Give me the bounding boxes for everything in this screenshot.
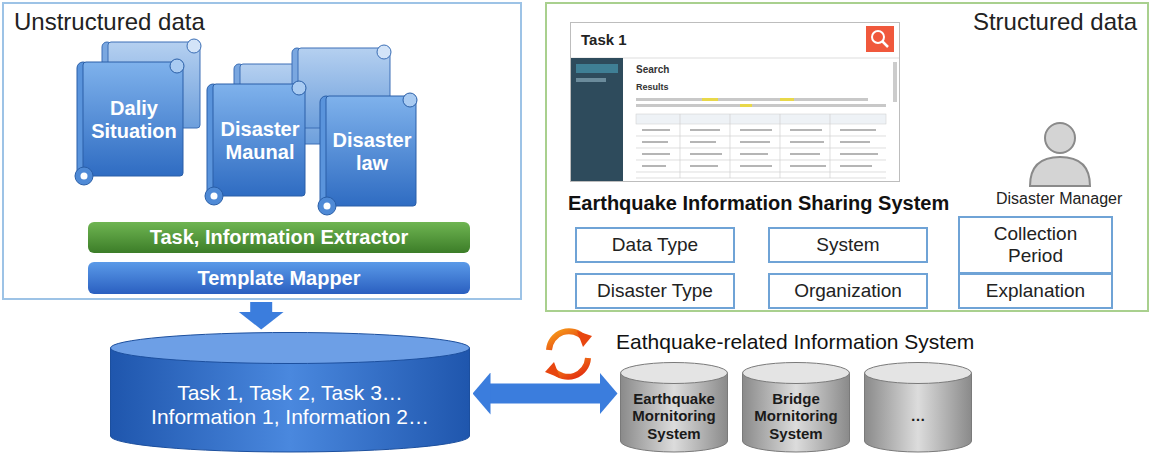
node-text: Daliy Situation bbox=[89, 97, 179, 143]
sidebar-item bbox=[576, 64, 618, 73]
screen-text: Results bbox=[636, 82, 669, 92]
node-title: Unstructured data bbox=[14, 8, 205, 36]
sync-head bbox=[545, 362, 560, 378]
document-scroll: Disaster Maunal bbox=[205, 80, 307, 206]
process-bar: Task, Information Extractor bbox=[88, 222, 470, 253]
node-text: Template Mapper bbox=[198, 267, 361, 290]
scroll-curl bbox=[81, 173, 88, 180]
role-label: Disaster Manager bbox=[996, 190, 1122, 208]
person-head bbox=[1045, 123, 1075, 153]
field-box: Disaster Type bbox=[575, 273, 735, 309]
screenshot-content bbox=[571, 26, 899, 181]
text-line bbox=[636, 98, 868, 101]
scroll-curl bbox=[75, 167, 93, 185]
node-text: Collection Period bbox=[972, 223, 1099, 267]
sidebar bbox=[571, 58, 623, 181]
person-body bbox=[1030, 157, 1090, 186]
highlight bbox=[702, 98, 718, 101]
node-text: Disaster law bbox=[332, 129, 412, 175]
search-button bbox=[866, 26, 894, 52]
block-arrow bbox=[250, 302, 272, 312]
node-text: Earthquake Mornitoring System bbox=[626, 390, 722, 442]
process-bar: Template Mapper bbox=[88, 262, 470, 294]
cylinder-top bbox=[743, 363, 850, 384]
node-text: Task 1, Task 2, Task 3… Information 1, I… bbox=[140, 381, 440, 429]
field-box: Data Type bbox=[575, 227, 735, 263]
scroll-curl bbox=[211, 193, 218, 200]
scroll-curl bbox=[377, 45, 391, 59]
document-scroll: Disaster law bbox=[318, 92, 418, 216]
field-box: Explanation bbox=[958, 273, 1113, 309]
node-text: System bbox=[816, 234, 879, 256]
panel-frame: Task 1Data TypeSystemCollection PeriodDi… bbox=[545, 2, 1149, 312]
scroll-curl bbox=[205, 187, 223, 205]
block-arrow bbox=[490, 384, 600, 404]
scroll-curl bbox=[318, 197, 336, 215]
screen-text: Search bbox=[636, 64, 669, 76]
scroll-sheet bbox=[326, 96, 416, 206]
database-cylinder: Task 1, Task 2, Task 3… Information 1, I… bbox=[110, 332, 470, 452]
text-line bbox=[636, 104, 886, 107]
document-scroll: Daliy Situation bbox=[75, 58, 185, 186]
field-box: Organization bbox=[768, 273, 928, 309]
sync-head bbox=[577, 331, 592, 347]
group-label: Eathquake-related Information System bbox=[616, 330, 974, 354]
node-text: Data Type bbox=[612, 234, 698, 256]
scroll-curl bbox=[292, 81, 306, 95]
node-title: Task 1 bbox=[581, 31, 627, 48]
system-heading: Earthquake Information Sharing System bbox=[568, 192, 949, 215]
scroll-curl bbox=[170, 59, 184, 73]
scroll-curl bbox=[403, 93, 417, 107]
cylinder-body bbox=[621, 373, 728, 452]
cylinder-body bbox=[743, 373, 850, 452]
scroll-curl bbox=[324, 203, 331, 210]
cylinder-outline bbox=[864, 362, 972, 452]
node-text: Explanation bbox=[986, 280, 1085, 302]
cylinder-top bbox=[865, 363, 972, 384]
cylinder-top bbox=[111, 333, 470, 364]
node-text: … bbox=[911, 407, 926, 424]
cylinder-top bbox=[621, 363, 728, 384]
highlight bbox=[740, 104, 752, 107]
node-text: Bridge Mornitoring System bbox=[748, 390, 844, 442]
sidebar-item bbox=[576, 78, 606, 82]
person-icon bbox=[1030, 123, 1090, 186]
node-text: Task, Information Extractor bbox=[150, 226, 409, 249]
node-title: Structured data bbox=[973, 8, 1137, 36]
database-cylinder: Bridge Mornitoring System bbox=[742, 362, 850, 452]
field-box: Collection Period bbox=[958, 216, 1113, 274]
sync-icon bbox=[545, 331, 592, 378]
panel-frame: Daliy Situation Disaster Maunal Disaster l… bbox=[2, 2, 522, 300]
node-text: Organization bbox=[794, 280, 902, 302]
highlight bbox=[780, 98, 794, 101]
database-cylinder: … bbox=[864, 362, 972, 452]
node-text: Disaster Type bbox=[597, 280, 713, 302]
scroll-sheet bbox=[213, 84, 305, 196]
magnifier-icon bbox=[882, 41, 888, 47]
cylinder-body bbox=[865, 373, 972, 452]
field-box: System bbox=[768, 227, 928, 263]
table-cell-text bbox=[642, 130, 878, 166]
scroll-sheet bbox=[83, 62, 183, 176]
database-cylinder: Earthquake Mornitoring System bbox=[620, 362, 728, 452]
scroll-bar bbox=[893, 62, 897, 102]
scroll-curl bbox=[187, 39, 201, 53]
table-grid bbox=[636, 114, 886, 178]
node-text: Disaster Maunal bbox=[219, 118, 301, 164]
screenshot-window: Task 1 bbox=[570, 22, 900, 182]
table-header bbox=[636, 114, 886, 124]
